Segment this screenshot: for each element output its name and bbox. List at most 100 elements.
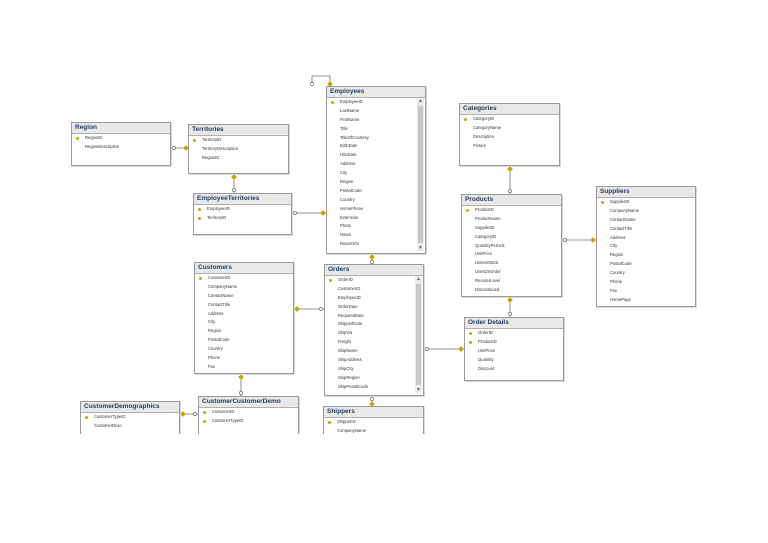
column-row[interactable]: Country [610,270,625,276]
column-row[interactable]: RequiredDate [338,312,364,318]
column-row[interactable]: HomePhone [340,205,364,211]
column-row[interactable]: UnitsInStock [475,260,499,266]
column-row[interactable]: City [208,319,216,325]
column-row[interactable]: FirstName [340,116,360,122]
column-row[interactable]: ShipPostalCode [338,383,369,389]
column-row[interactable]: Country [208,346,223,352]
column-row[interactable]: ContactTitle [610,225,633,231]
column-row[interactable]: ContactName [208,292,234,298]
scroll-up-icon[interactable]: ▲ [418,98,423,104]
column-row[interactable]: Picture [473,142,487,148]
primary-key-column[interactable]: EmployeeID [327,98,425,107]
column-row[interactable]: ReportsTo [340,241,360,247]
column-row[interactable]: Freight [338,339,352,345]
column-row[interactable]: CompanyName [337,427,367,433]
column-row[interactable]: HireDate [340,152,357,158]
scrollbar[interactable]: ▲▼ [417,98,424,251]
column-row[interactable]: TerritoryDescription [202,145,239,151]
column-row[interactable]: TitleOfCourtesy [340,134,369,140]
column-row[interactable]: ProductName [475,215,501,221]
primary-key-column[interactable]: ProductID [465,338,563,347]
column-row[interactable]: SupplierID [475,224,495,230]
column-row[interactable]: City [610,243,618,249]
column-row[interactable]: CompanyName [610,207,640,213]
column-row[interactable]: RegionDescription [85,143,120,149]
primary-key-column[interactable]: CategoryID [460,115,559,124]
primary-key-column[interactable]: CustomerTypeID [199,417,298,426]
column-row[interactable]: QuantityPerUnit [475,242,505,248]
column-row[interactable]: Fax [610,287,617,293]
column-row[interactable]: Region [340,179,354,185]
primary-key-column[interactable]: ProductID [462,206,561,215]
column-row[interactable]: ShipCity [338,365,354,371]
column-row[interactable]: City [340,170,348,176]
column-row[interactable]: UnitsOnOrder [475,269,501,275]
column-row[interactable]: PostalCode [610,261,632,267]
column-row[interactable]: CustomerID [338,285,361,291]
column-row[interactable]: CategoryName [473,124,502,130]
column-row[interactable]: ShipAddress [338,357,362,363]
column-row[interactable]: Region [610,252,624,258]
column-row[interactable]: Address [340,161,356,167]
primary-key-column[interactable]: OrderID [325,276,423,285]
column-row[interactable]: Notes [340,232,351,238]
primary-key-column[interactable]: CustomerID [199,408,298,417]
column-row[interactable]: CompanyName [208,283,238,289]
column-row[interactable]: CategoryID [475,233,497,239]
primary-key-column[interactable]: ShipperID [324,418,423,427]
primary-key-column[interactable]: CustomerID [195,274,293,283]
column-row[interactable]: Region [208,328,222,334]
column-row[interactable]: ShipRegion [338,374,360,380]
primary-key-column[interactable]: TerritoryID [189,136,288,145]
column-row[interactable]: HomePage [610,296,631,302]
scroll-up-icon[interactable]: ▲ [416,276,421,282]
column-row[interactable]: Fax [208,363,215,369]
scroll-thumb[interactable] [418,106,423,243]
column-row[interactable]: Address [610,234,626,240]
column-row[interactable]: Photo [340,223,351,229]
column-row[interactable]: Description [473,133,494,139]
column-row[interactable]: Discount [478,365,495,371]
column-row[interactable]: Address [208,310,224,316]
column-row[interactable]: Phone [610,279,623,285]
column-row[interactable]: Discontinued [475,287,500,293]
column-row[interactable]: BirthDate [340,143,358,149]
column-row[interactable]: ContactName [610,216,636,222]
column-row[interactable]: Phone [208,355,221,361]
scroll-down-icon[interactable]: ▼ [418,245,423,251]
column-row[interactable]: PostalCode [340,187,362,193]
column-row[interactable]: Extension [340,214,359,220]
column-row[interactable]: ShipVia [338,330,353,336]
column-row[interactable]: PostalCode [208,337,230,343]
primary-key-column[interactable]: EmployeeID [194,205,291,214]
column-row[interactable]: ShippedDate [338,321,363,327]
primary-key-column[interactable]: CustomerTypeID [81,413,179,422]
primary-key-column[interactable]: TerritoryID [194,214,291,223]
primary-key-column[interactable]: RegionID [72,134,170,143]
column-row[interactable]: Country [340,196,355,202]
column-row[interactable]: OrderDate [338,303,358,309]
primary-key-column[interactable]: OrderID [465,329,563,338]
column-row[interactable]: UnitPrice [475,251,492,257]
scroll-thumb[interactable] [416,284,421,385]
column-row[interactable]: EmployeeID [338,294,361,300]
column-row[interactable]: Quantity [478,356,494,362]
column-row[interactable]: CustomerDesc [94,422,122,428]
scroll-down-icon[interactable]: ▼ [416,387,421,393]
primary-key-column[interactable]: SupplierID [597,198,695,207]
column-row[interactable]: UnitPrice [478,347,495,353]
column-row[interactable]: ContactTitle [208,301,231,307]
column-row[interactable]: ShipName [338,348,358,354]
